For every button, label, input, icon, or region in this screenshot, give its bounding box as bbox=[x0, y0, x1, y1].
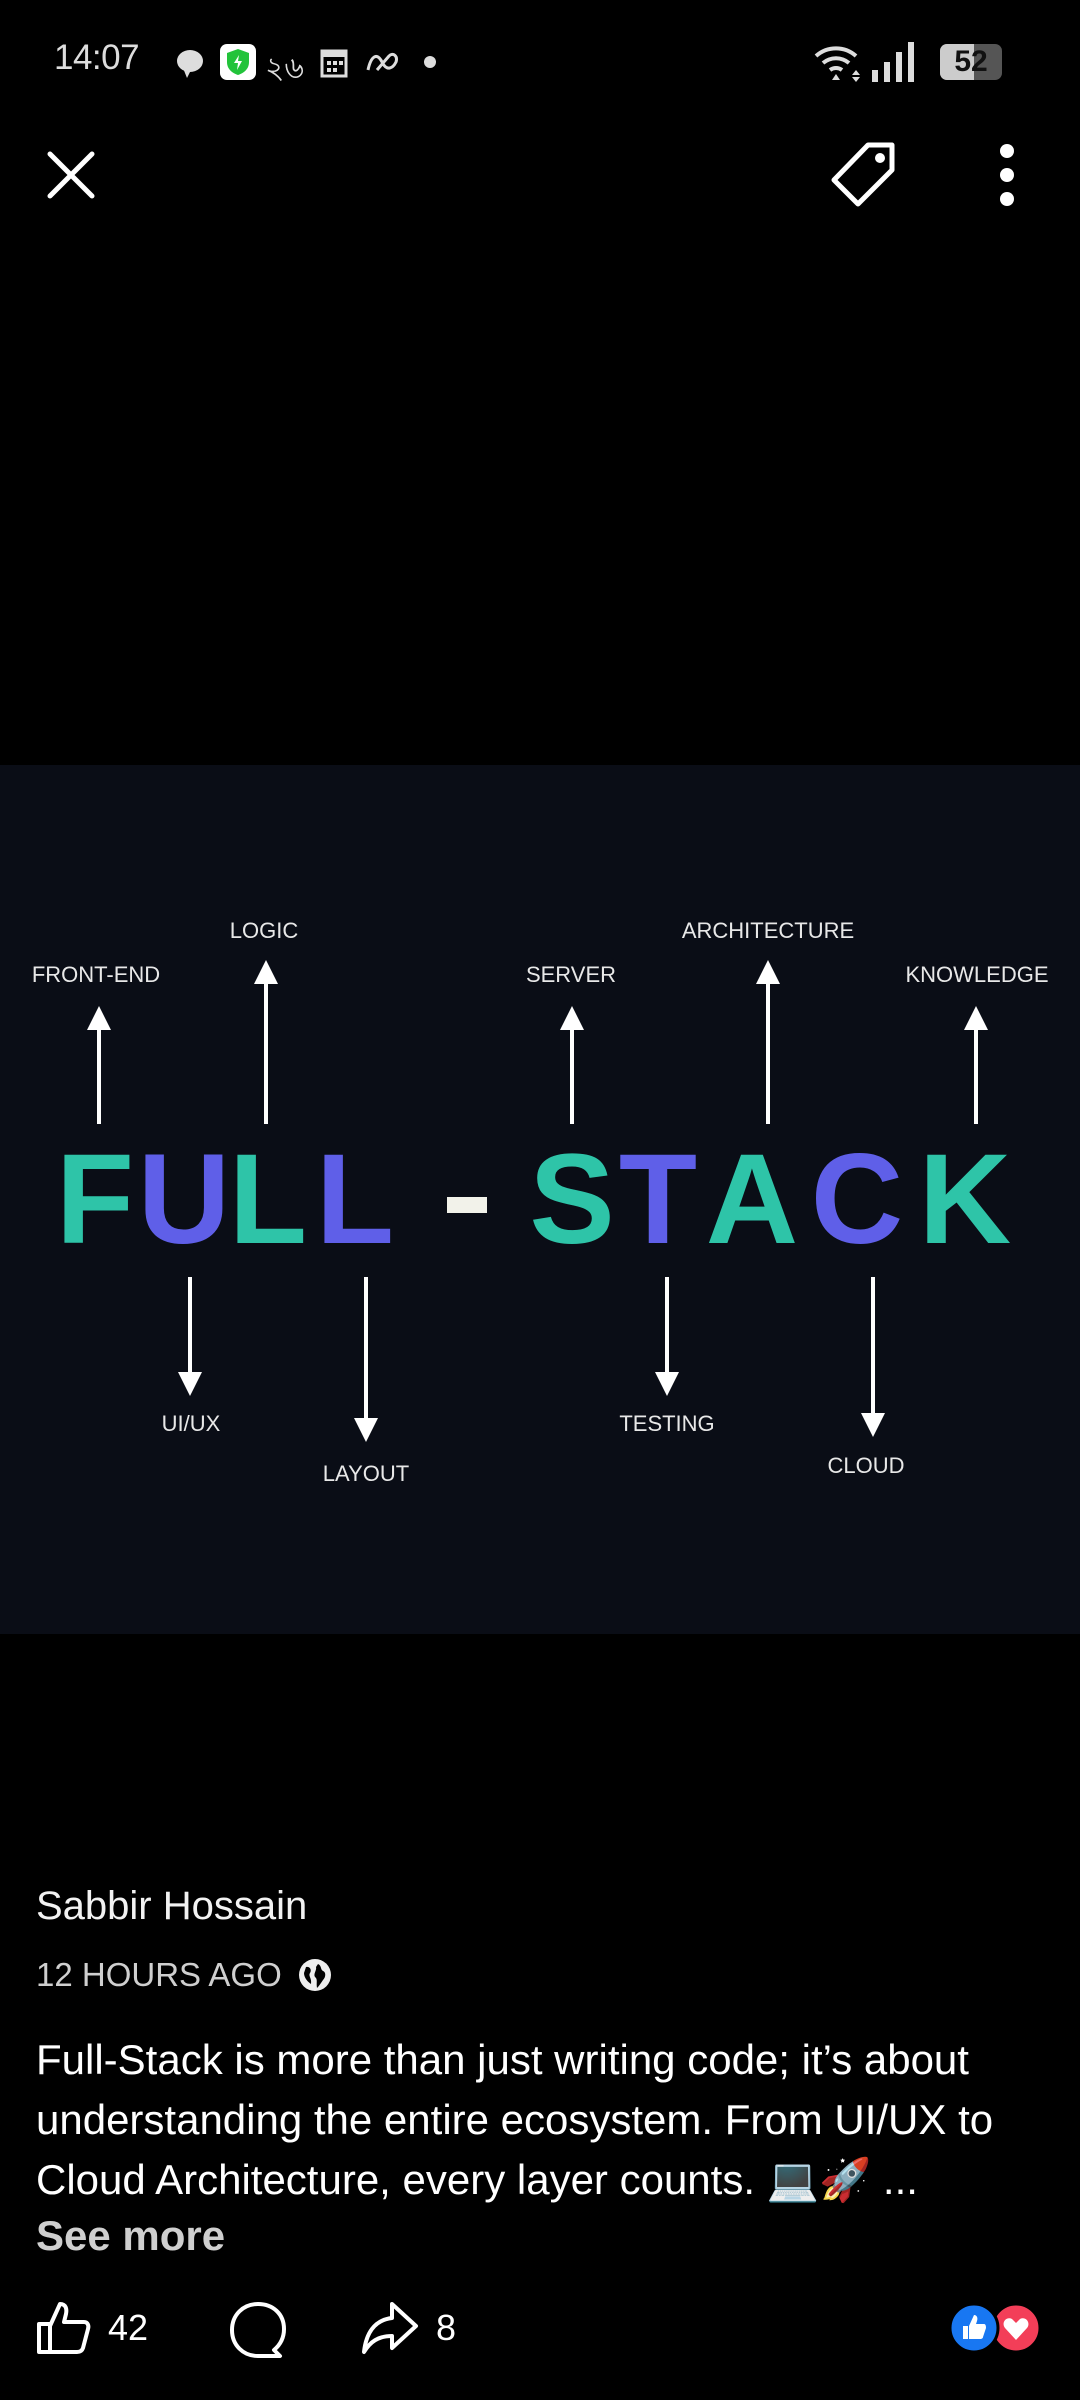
label-front-end: FRONT-END bbox=[32, 962, 160, 987]
label-knowledge: KNOWLEDGE bbox=[905, 962, 1048, 987]
title-letter: L bbox=[229, 1128, 307, 1271]
title-letter: F bbox=[56, 1128, 134, 1271]
reaction-icons bbox=[948, 2302, 1042, 2354]
notification-text: ২৬ bbox=[265, 52, 305, 85]
label-server: SERVER bbox=[526, 962, 616, 987]
action-bar: 42 8 bbox=[36, 2300, 1046, 2370]
comment-icon bbox=[230, 2302, 286, 2358]
label-layout: LAYOUT bbox=[323, 1461, 409, 1486]
title-letter: T bbox=[619, 1128, 697, 1271]
title-letter: K bbox=[919, 1128, 1011, 1271]
share-button[interactable]: 8 bbox=[360, 2300, 456, 2356]
title-letter: S bbox=[529, 1128, 614, 1271]
close-icon bbox=[47, 151, 95, 199]
title-dash bbox=[447, 1197, 487, 1213]
reactions-summary[interactable] bbox=[946, 2300, 1046, 2356]
post-meta: 12 HOURS AGO bbox=[36, 1956, 332, 1994]
calendar-icon bbox=[320, 46, 348, 83]
security-shield-icon bbox=[220, 44, 256, 85]
battery-icon: 52 bbox=[940, 44, 1002, 80]
title-letter: A bbox=[706, 1128, 798, 1271]
post-caption: Full-Stack is more than just writing cod… bbox=[36, 2036, 994, 2203]
label-testing: TESTING bbox=[619, 1411, 714, 1436]
more-options-button[interactable] bbox=[972, 140, 1042, 210]
tag-button[interactable] bbox=[828, 140, 898, 210]
more-notifications-dot bbox=[424, 56, 436, 68]
wifi-icon bbox=[812, 42, 864, 87]
close-button[interactable] bbox=[36, 140, 106, 210]
title-letter: U bbox=[138, 1128, 230, 1271]
globe-icon bbox=[298, 1959, 331, 1991]
like-button[interactable]: 42 bbox=[36, 2300, 148, 2356]
share-arrow-icon bbox=[362, 2302, 418, 2354]
share-count: 8 bbox=[436, 2307, 457, 2348]
title-letter: C bbox=[811, 1128, 903, 1271]
status-time: 14:07 bbox=[54, 38, 140, 77]
post-time[interactable]: 12 HOURS AGO bbox=[36, 1956, 282, 1993]
post-image[interactable]: FRONT-END LOGIC SERVER ARCHITECTURE KNOW… bbox=[0, 765, 1080, 1634]
more-vertical-icon bbox=[1000, 144, 1014, 206]
signal-icon bbox=[870, 42, 918, 87]
full-stack-graphic: FRONT-END LOGIC SERVER ARCHITECTURE KNOW… bbox=[32, 918, 1049, 1486]
see-more-link[interactable]: See more bbox=[36, 2212, 226, 2259]
battery-level: 52 bbox=[954, 45, 988, 78]
like-count: 42 bbox=[108, 2307, 149, 2348]
tag-icon bbox=[831, 142, 895, 207]
author-name[interactable]: Sabbir Hossain bbox=[36, 1884, 308, 1928]
label-ui-ux: UI/UX bbox=[162, 1411, 221, 1436]
comment-button[interactable] bbox=[228, 2300, 288, 2360]
title-letter: L bbox=[316, 1128, 394, 1271]
label-cloud: CLOUD bbox=[827, 1453, 904, 1478]
chat-notification-icon bbox=[175, 48, 205, 85]
label-architecture: ARCHITECTURE bbox=[682, 918, 854, 943]
meta-icon bbox=[365, 50, 399, 79]
label-logic: LOGIC bbox=[230, 918, 299, 943]
thumbs-up-icon bbox=[37, 2302, 91, 2354]
